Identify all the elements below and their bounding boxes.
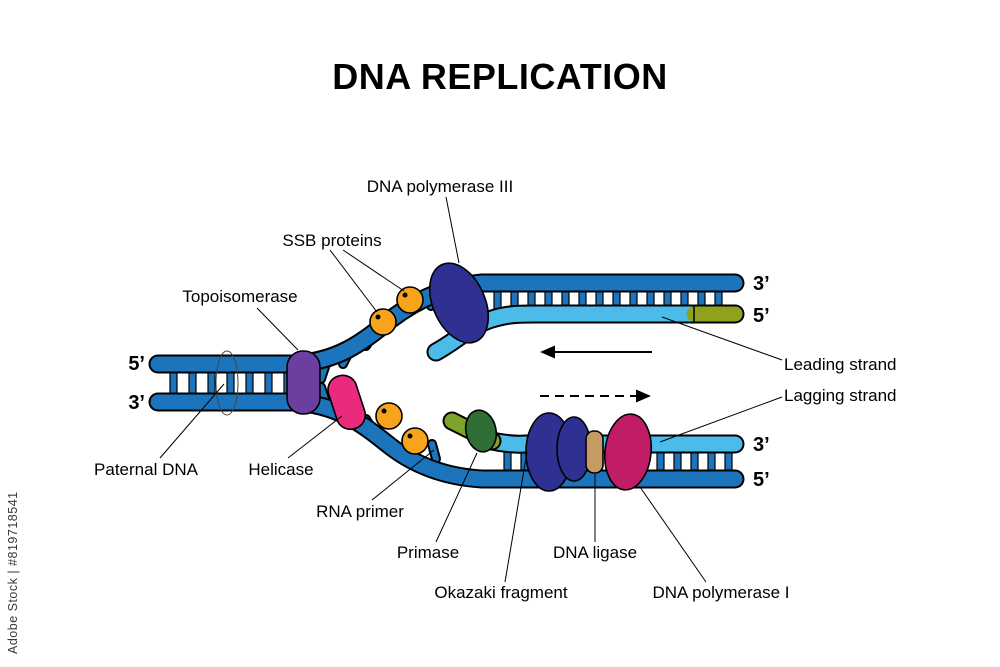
dna-ligase-shape (585, 430, 604, 474)
label-paternal-dna: Paternal DNA (94, 460, 199, 479)
pointer-leading-strand (661, 316, 783, 361)
end-leading-new-5: 5’ (753, 305, 770, 327)
end-leading-template-3: 3’ (753, 273, 770, 295)
leading-direction-arrow (540, 345, 652, 359)
label-primase: Primase (397, 543, 459, 562)
pointer-rna-primer (371, 449, 435, 501)
paternal-dna-twist (215, 350, 239, 416)
label-leading-strand: Leading strand (784, 355, 896, 374)
dna-polymerase-iii-shape (428, 262, 490, 344)
page-title: DNA REPLICATION (332, 56, 668, 97)
label-dna-polymerase-iii: DNA polymerase III (367, 177, 513, 196)
pointer-helicase (287, 415, 343, 459)
pointer-okazaki-fragment (504, 451, 528, 583)
label-topoisomerase: Topoisomerase (182, 287, 297, 306)
ssb-protein-shape (396, 286, 424, 314)
ssb-protein-shape (369, 308, 397, 336)
pointer-lagging-strand (659, 396, 783, 443)
end-paternal-bottom-3: 3’ (128, 392, 145, 414)
label-ssb-proteins: SSB proteins (282, 231, 381, 250)
label-okazaki-fragment: Okazaki fragment (434, 583, 567, 602)
primase-shape (464, 409, 498, 453)
pointer-topoisomerase (256, 307, 299, 351)
pointer-ssb-1 (329, 249, 378, 313)
enzymes (286, 262, 653, 492)
dna-polymerase-i-shape (603, 413, 653, 491)
topoisomerase-shape (286, 350, 321, 415)
pointer-primase (435, 452, 478, 543)
lagging-direction-arrow (540, 389, 651, 403)
end-lagging-new-3: 3’ (753, 434, 770, 456)
label-dna-polymerase-i: DNA polymerase I (653, 583, 790, 602)
helicase-shape (327, 374, 367, 431)
pointer-dna-polymerase-i (639, 486, 707, 583)
label-dna-ligase: DNA ligase (553, 543, 637, 562)
pointer-dna-polymerase-iii (445, 196, 460, 264)
pointer-paternal-dna (159, 383, 225, 459)
pointer-ssb-2 (342, 249, 405, 292)
ssb-protein-shape (375, 402, 403, 430)
end-lagging-template-5: 5’ (753, 469, 770, 491)
ssb-protein-shape (401, 427, 429, 455)
label-helicase: Helicase (248, 460, 313, 479)
end-paternal-top-5: 5’ (128, 353, 145, 375)
label-lagging-strand: Lagging strand (784, 386, 896, 405)
label-rna-primer: RNA primer (316, 502, 404, 521)
